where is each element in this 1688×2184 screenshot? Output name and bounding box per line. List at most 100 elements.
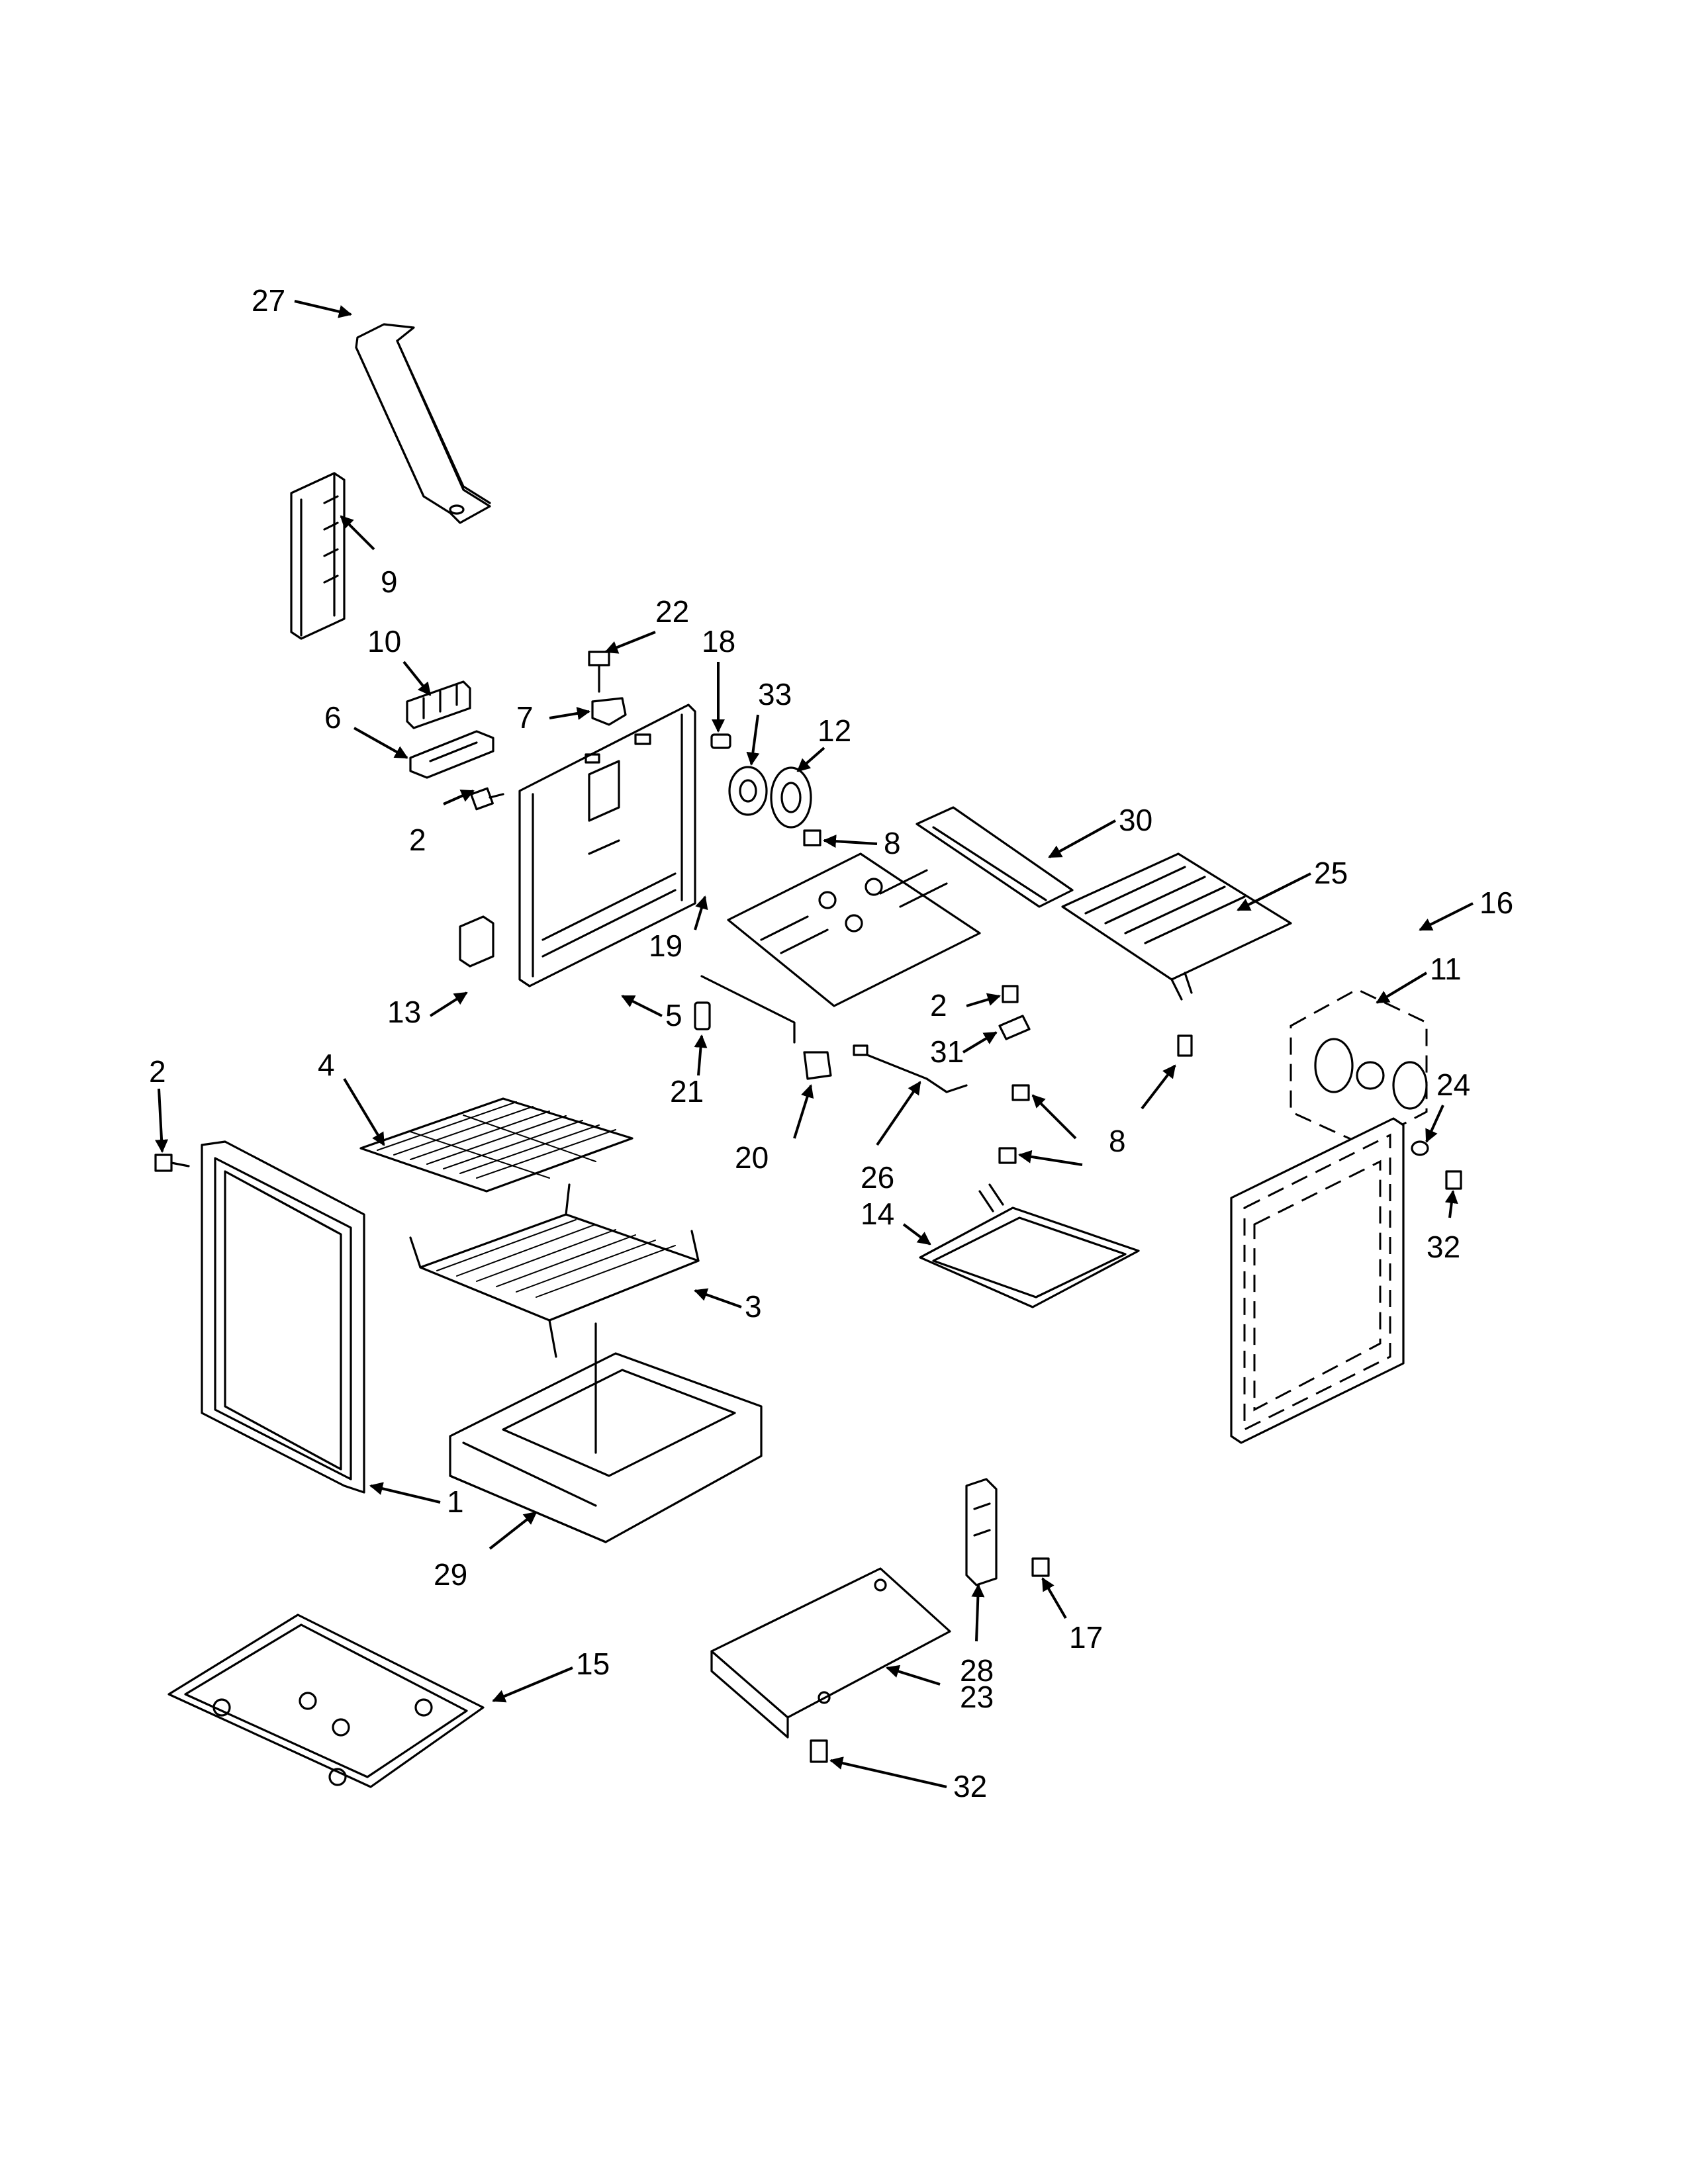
leader-14 <box>902 1223 931 1246</box>
callout-12: 12 <box>818 713 851 748</box>
leader-5 <box>621 995 663 1017</box>
callout-32b: 32 <box>953 1769 987 1803</box>
part-23-cover-plate <box>710 1567 951 1739</box>
leader-22 <box>604 631 656 654</box>
callout-labels: 27 9 10 6 22 18 7 33 12 8 30 25 16 11 2 … <box>149 283 1513 1803</box>
callout-18: 18 <box>702 624 735 659</box>
callout-22: 22 <box>655 594 689 629</box>
leader-20 <box>793 1084 814 1139</box>
part-1-side-panel <box>201 1140 365 1494</box>
leader-3 <box>694 1288 742 1308</box>
part-19-cavity-floor <box>700 852 981 1044</box>
part-4-oven-rack <box>359 1097 633 1193</box>
part-27-top-bracket <box>355 323 491 524</box>
leader-29 <box>489 1511 538 1550</box>
callout-21: 21 <box>670 1074 704 1109</box>
part-29-drawer <box>449 1322 763 1543</box>
part-3-drawer-rack <box>409 1183 700 1358</box>
callout-3: 3 <box>745 1289 762 1324</box>
leader-27 <box>294 300 352 318</box>
part-5-rear-panel <box>518 704 696 987</box>
part-25-broil-element <box>1061 852 1292 1001</box>
part-30-bracket <box>915 806 1074 908</box>
leader-33 <box>746 714 760 766</box>
callout-1: 1 <box>447 1484 464 1519</box>
part-21-leg <box>694 1001 711 1030</box>
callout-9: 9 <box>381 565 398 599</box>
callout-14: 14 <box>861 1197 894 1231</box>
callout-25: 25 <box>1314 856 1348 890</box>
part-26-wire <box>853 1044 968 1093</box>
part-2-screw-b <box>1002 985 1019 1003</box>
callout-30: 30 <box>1119 803 1152 837</box>
callout-16: 16 <box>1479 886 1513 920</box>
callout-7: 7 <box>516 700 534 735</box>
part-8-screw-c <box>1011 1084 1030 1101</box>
leader-2b <box>966 993 1001 1007</box>
part-9-side-channel <box>290 472 346 640</box>
leader-12 <box>796 747 825 772</box>
leader-11 <box>1376 972 1428 1004</box>
leader-8d <box>1018 1150 1083 1166</box>
callout-24: 24 <box>1436 1068 1470 1102</box>
leader-31 <box>962 1031 998 1054</box>
part-32-screw-a <box>1445 1170 1462 1190</box>
part-28-bracket <box>965 1478 998 1586</box>
part-2-screw-a <box>470 787 504 811</box>
callout-17: 17 <box>1069 1620 1103 1655</box>
part-11-light-bulb <box>1314 1038 1428 1110</box>
leader-1 <box>369 1482 441 1504</box>
leader-2c <box>155 1088 169 1153</box>
part-6-bracket <box>409 730 494 779</box>
part-22-screw <box>588 651 610 693</box>
callout-20: 20 <box>735 1140 769 1175</box>
part-14-bake-element <box>919 1183 1140 1308</box>
part-8-screw-a <box>803 829 821 846</box>
callout-2c: 2 <box>149 1054 166 1089</box>
leader-19 <box>694 895 708 931</box>
part-17-screw <box>1031 1557 1050 1577</box>
callout-2b: 2 <box>930 988 947 1023</box>
part-32-screw-b <box>810 1739 828 1763</box>
part-7-clamp <box>591 697 627 726</box>
leader-2a <box>443 790 475 805</box>
callout-33: 33 <box>758 677 792 711</box>
leader-24 <box>1425 1105 1444 1143</box>
leader-6 <box>353 727 408 759</box>
callout-10: 10 <box>367 624 401 659</box>
leader-7 <box>549 707 590 720</box>
leader-lines <box>155 300 1474 1788</box>
leader-32a <box>1444 1190 1458 1218</box>
part-24-washer <box>1411 1140 1429 1156</box>
part-31-bracket <box>998 1015 1031 1040</box>
callout-13: 13 <box>387 995 421 1029</box>
leader-8c <box>1141 1064 1176 1110</box>
callout-32a: 32 <box>1427 1230 1460 1264</box>
leader-4 <box>343 1077 385 1146</box>
leader-8a <box>823 835 878 848</box>
part-door-frame <box>1230 1117 1405 1444</box>
leader-13 <box>429 991 468 1017</box>
leader-30 <box>1048 819 1116 858</box>
callout-26: 26 <box>861 1160 894 1195</box>
callout-28: 28 <box>960 1653 994 1688</box>
callout-5: 5 <box>665 998 682 1032</box>
leader-16 <box>1419 902 1474 931</box>
part-18-terminal <box>710 733 731 749</box>
leader-8b <box>1031 1094 1077 1140</box>
callout-11: 11 <box>1430 952 1462 986</box>
leader-17 <box>1041 1577 1067 1619</box>
leader-10 <box>402 660 432 696</box>
callout-8a: 8 <box>884 826 901 860</box>
callout-15: 15 <box>576 1647 610 1681</box>
part-8-screw-d <box>998 1147 1017 1164</box>
callout-29: 29 <box>434 1557 467 1592</box>
leader-28 <box>971 1584 985 1642</box>
leader-26 <box>876 1081 921 1146</box>
leader-32b <box>829 1756 947 1788</box>
leader-9 <box>340 515 375 551</box>
part-33-fan <box>728 766 768 816</box>
part-12-fan-housing <box>770 766 812 829</box>
part-15-bottom-tray <box>167 1614 485 1788</box>
